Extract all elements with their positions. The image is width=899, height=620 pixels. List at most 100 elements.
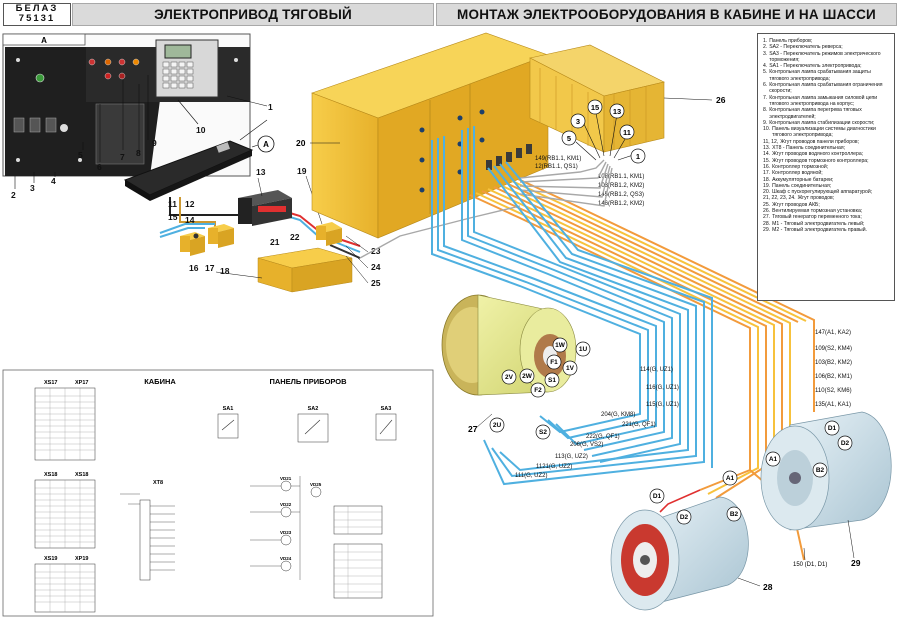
m2-terminal-d2: D2 <box>841 440 850 447</box>
connector-table-xs19: XS19 XP19 <box>34 556 96 613</box>
motor-m2-terminals: D1 D2 A1 B2 <box>765 420 853 478</box>
right-cable-labels: 147(A1, KA2) 109(S2, KM4) 103(B2, KM2) 1… <box>815 330 852 408</box>
connection-panel-19 <box>316 222 342 246</box>
callout-4: 4 <box>51 176 56 186</box>
xs17-label: XS17 <box>44 380 57 386</box>
xt8-schematic: XT8 <box>120 480 175 581</box>
panel-schematic-title: ПАНЕЛЬ ПРИБОРОВ <box>269 377 347 386</box>
cab-marker-5: 5 <box>567 134 571 143</box>
legend-item-number: 28. <box>763 220 771 227</box>
right-cable-label-6: 135(A1, KA1) <box>815 402 851 408</box>
vd23-label: VD23 <box>280 530 292 535</box>
sa3-label: SA3 <box>381 406 392 412</box>
sa1-label: SA1 <box>223 406 234 412</box>
callout-3: 3 <box>30 183 35 193</box>
right-cable-label-3: 103(B2, KM2) <box>815 360 852 366</box>
xs19-label: XS19 <box>44 556 57 562</box>
belaz-logo: БЕЛАЗ 75131 <box>3 3 71 26</box>
gen-terminal-2u: 2U <box>493 422 502 429</box>
traction-motor-m2-29 <box>760 411 892 531</box>
gen-terminal-1w: 1W <box>555 342 566 349</box>
legend-item-text: SA3 - Переключатель режимов электрическо… <box>769 50 881 63</box>
xp17-label: XP17 <box>75 380 88 386</box>
callout-14: 14 <box>185 215 195 225</box>
right-cable-label-5: 110(S2, KM6) <box>815 388 852 394</box>
legend-item: 7.Контрольная лампа замыкания силовой це… <box>763 95 891 108</box>
legend-item-number: 20. <box>763 189 771 196</box>
legend-item-text: Жгут проводов панели приборов; <box>780 138 860 145</box>
generator-wires <box>431 126 713 486</box>
instrument-panel-3d <box>123 140 254 201</box>
right-cable-label-2: 109(S2, KM4) <box>815 346 852 352</box>
legend-item: 3.SA3 - Переключатель режимов электричес… <box>763 51 891 64</box>
battery-box-18 <box>257 247 353 293</box>
cab-schematic-title: КАБИНА <box>144 377 176 386</box>
legend-item: 18.Аккумуляторные батареи; <box>763 177 891 183</box>
callout-27: 27 <box>468 424 478 434</box>
top-cable-label-1: 149(RB1.1, KM1) <box>535 156 581 162</box>
callout-16: 16 <box>189 263 199 273</box>
xt8-label: XT8 <box>153 480 163 486</box>
legend-item-number: 18. <box>763 176 771 183</box>
component-legend: 1.Панель приборов;2.SA2 - Переключатель … <box>757 33 895 301</box>
legend-item-text: Тяговый генератор переменного тока; <box>772 214 862 221</box>
legend-item-number: 5. <box>763 69 768 76</box>
legend-item-number: 13. <box>763 145 771 152</box>
callout-11: 11 <box>168 199 177 209</box>
legend-item-number: 27. <box>763 214 771 221</box>
legend-item: 11, 12,Жгут проводов панели приборов; <box>763 139 891 145</box>
inset-callout-numbers: 1 2 3 4 5 6 7 8 9 10 <box>11 102 273 200</box>
legend-item: 20.Шкаф с пускорегулирующей аппаратурой; <box>763 189 891 195</box>
callout-12: 12 <box>185 199 195 209</box>
legend-item-number: 19. <box>763 182 771 189</box>
inset-leader-lines <box>14 75 268 189</box>
top-cable-label-3: 108(RB1.1, KM1) <box>598 174 644 180</box>
legend-item-number: 2. <box>763 44 768 51</box>
legend-item-text: Жгут проводов АКБ; <box>772 201 820 208</box>
marker-a-label: A <box>263 140 269 149</box>
right-cable-label-1: 147(A1, KA2) <box>815 330 851 336</box>
inset-label: А <box>41 36 47 45</box>
top-cable-label-4: 103(RB1.2, KM2) <box>598 183 644 189</box>
m1-terminal-d2: D2 <box>680 514 689 521</box>
legend-item: 6.Контрольная лампа срабатывания огранич… <box>763 82 891 95</box>
callout-20: 20 <box>296 138 306 148</box>
legend-item-text: Контроллер тормозной; <box>772 163 829 170</box>
left-section-title: ЭЛЕКТРОПРИВОД ТЯГОВЫЙ <box>72 3 434 26</box>
vd25-label: VD25 <box>310 482 322 487</box>
legend-item: 16.Контроллер тормозной; <box>763 164 891 170</box>
right-section-title: МОНТАЖ ЭЛЕКТРООБОРУДОВАНИЯ В КАБИНЕ И НА… <box>436 3 897 26</box>
cab-marker-11: 11 <box>623 128 631 137</box>
xt8-junction-box <box>238 190 292 226</box>
brake-controller-16 <box>180 232 205 256</box>
legend-item-number: 7. <box>763 94 768 101</box>
cab-marker-1: 1 <box>636 152 640 161</box>
diode-block: VD21 VD22 VD23 VD24 VD25 <box>250 476 383 599</box>
logo-brand: БЕЛАЗ <box>15 3 59 14</box>
bottom-cable-label: 150 (D1, D1) <box>793 562 827 568</box>
sa-switches: SA1 SA2 SA3 <box>217 406 397 443</box>
legend-item-text: Контрольная лампа замыкания силовой цепи… <box>769 94 878 107</box>
cab-marker-13: 13 <box>613 107 621 116</box>
xs18-left-label: XS18 <box>44 472 57 478</box>
legend-item-text: Жгут проводов; <box>797 195 835 202</box>
xs18-right-label: XS18 <box>75 472 88 478</box>
legend-item: 29.М2 - Тяговый электродвигатель правый. <box>763 227 891 233</box>
legend-item: 4.SA1 - Переключатель электропривода; <box>763 63 891 69</box>
legend-item-number: 15. <box>763 157 771 164</box>
motor-cable-label-5: 204(G, KM8) <box>601 412 635 418</box>
grey-harness <box>359 159 613 259</box>
top-cable-label-6: 146(RB1.2, KM2) <box>598 201 644 207</box>
top-cable-labels: 149(RB1.1, KM1) 12(RB1.1, QS1) 108(RB1.1… <box>535 156 644 207</box>
legend-item-number: 17. <box>763 170 771 177</box>
generator-terminals: 1W 1U F1 1V S1 2V 2W F2 2U S2 <box>489 337 591 440</box>
gen-terminal-f2: F2 <box>534 387 542 394</box>
motor-cable-label-1: 114(G, UZ1) <box>640 367 673 373</box>
callout-29: 29 <box>851 558 861 568</box>
callout-8: 8 <box>136 148 141 158</box>
legend-item-number: 21, 22, 23, 24. <box>763 195 796 202</box>
legend-item-text: М2 - Тяговый электродвигатель правый. <box>772 226 867 233</box>
motor-cable-label-10: 111(G, UZ2) <box>515 473 547 479</box>
callout-5: 5 <box>78 150 83 160</box>
connector-table-xs17: XS17 XP17 <box>34 380 96 461</box>
